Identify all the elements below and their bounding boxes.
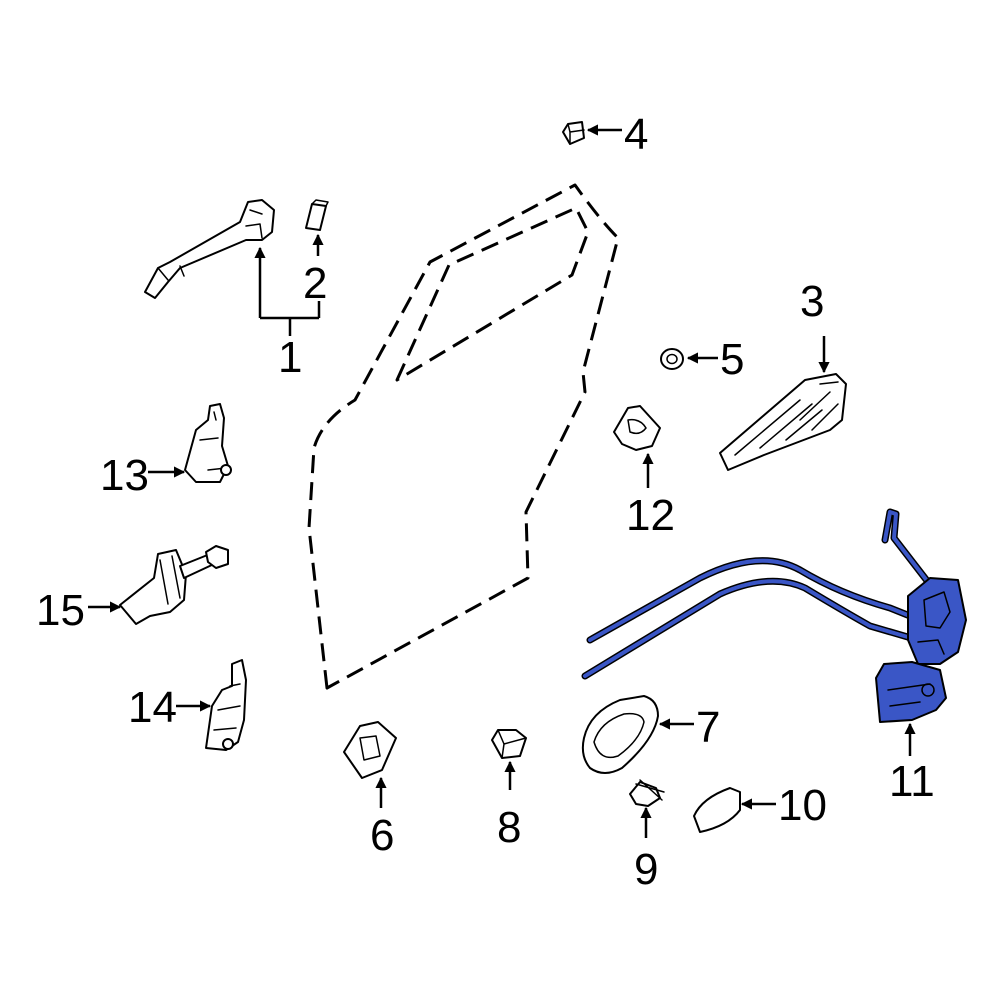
callout-2: 2 [303,259,327,308]
callout-3: 3 [800,277,824,326]
cover-part-10 [693,787,741,833]
clip-part-8 [491,729,527,759]
callout-7: 7 [696,703,720,752]
grommet-part-5 [660,348,684,370]
callout-12: 12 [626,491,675,540]
hinge-part-14 [205,659,247,751]
callout-4: 4 [624,110,648,159]
callout-13: 13 [100,451,149,500]
clip-part-4 [562,121,585,145]
inside-handle-bezel-part [719,373,847,471]
callout-14: 14 [128,683,177,732]
door-latch-assembly-highlighted [581,508,967,723]
outside-handle-part [144,199,275,299]
striker-part-12 [613,405,661,451]
callout-10: 10 [778,781,827,830]
handle-cap-part [305,199,329,231]
callout-1-bracket [254,246,321,336]
bracket-part-6 [343,721,397,779]
door-outline [307,183,620,690]
callout-8: 8 [497,803,521,852]
door-check-part-15 [119,545,229,625]
callout-15: 15 [36,586,85,635]
callout-5: 5 [720,335,744,384]
callout-1: 1 [278,333,302,382]
screw-part-9 [629,779,665,807]
inside-handle-part-7 [581,695,659,774]
callout-6: 6 [370,811,394,860]
callout-11: 11 [889,757,935,806]
callout-9: 9 [634,845,658,894]
hinge-part-13 [184,403,232,483]
